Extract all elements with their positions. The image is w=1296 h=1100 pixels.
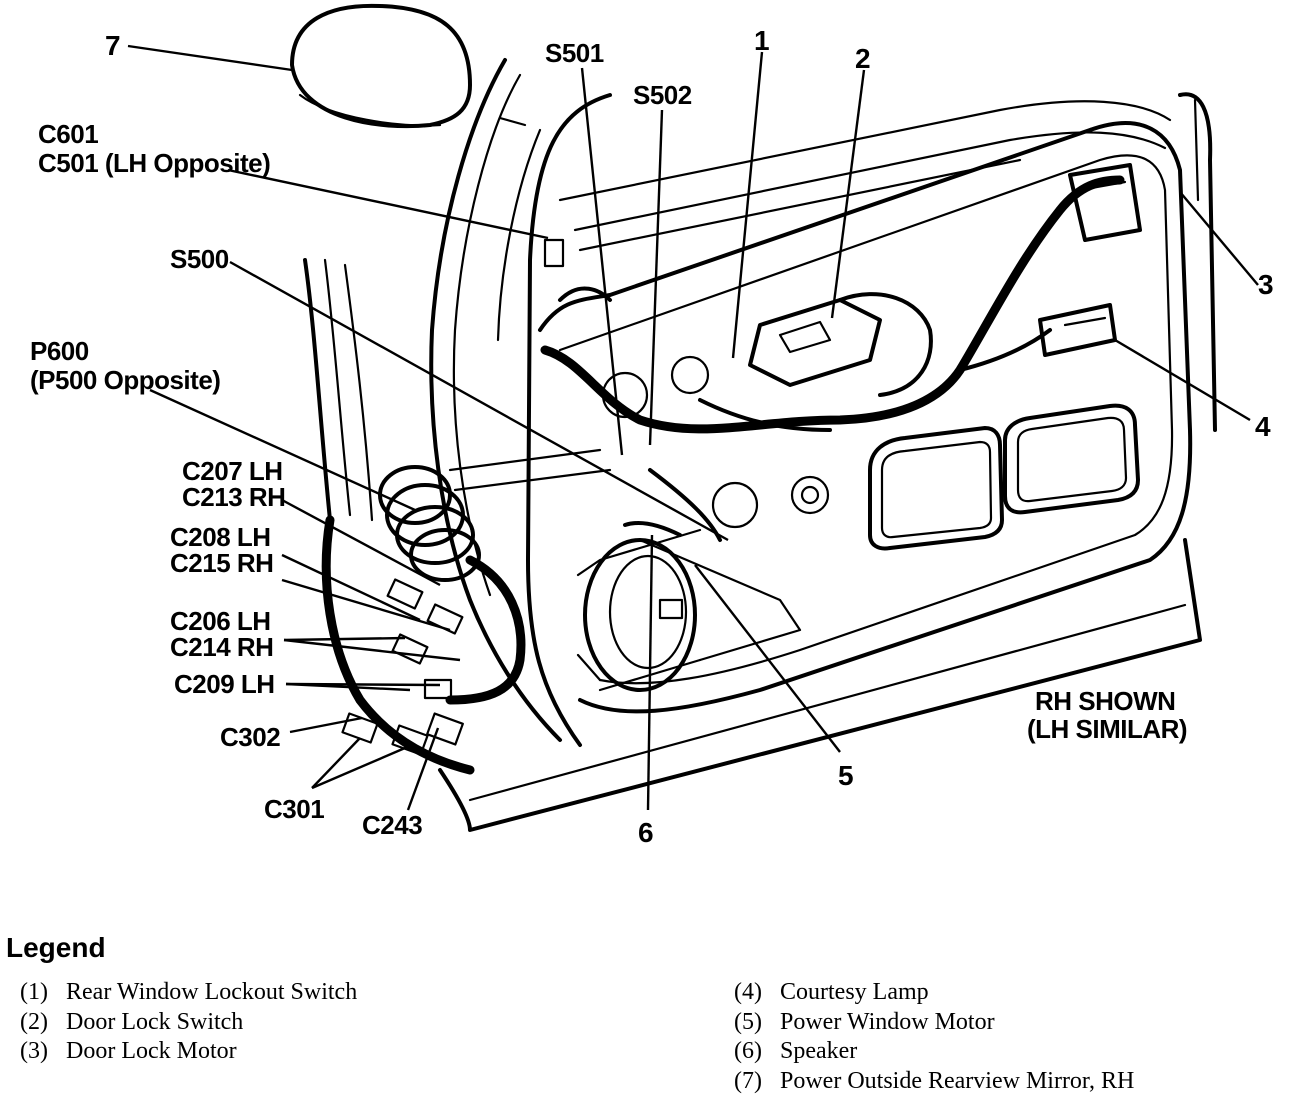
legend-item: (6)Speaker: [734, 1038, 858, 1064]
callout-c207: C207 LH: [182, 456, 283, 486]
legend-item: (5)Power Window Motor: [734, 1008, 995, 1035]
legend-item: (1)Rear Window Lockout Switch: [20, 979, 358, 1005]
door-illustration: [290, 3, 1217, 832]
callout-c206: C206 LH: [170, 606, 271, 636]
callout-p600: P600: [30, 336, 89, 366]
note-lh-similar: (LH SIMILAR): [1027, 714, 1187, 744]
callout-c601: C601: [38, 119, 98, 149]
callout-p500: (P500 Opposite): [30, 365, 220, 395]
legend-item: (4)Courtesy Lamp: [734, 979, 929, 1005]
callout-c209: C209 LH: [174, 669, 275, 699]
callout-c213: C213 RH: [182, 482, 285, 512]
callout-s500: S500: [170, 244, 229, 274]
callout-s501: S501: [545, 38, 604, 68]
callout-labels: 7 S501 1 2 S502 C601 C501 (LH Opposite) …: [30, 25, 1274, 848]
callout-c302: C302: [220, 722, 280, 752]
legend-right-column: (4)Courtesy Lamp (5)Power Window Motor (…: [734, 978, 1134, 1096]
legend-left-column: (1)Rear Window Lockout Switch (2)Door Lo…: [20, 978, 357, 1067]
callout-6: 6: [638, 817, 654, 848]
callout-s502: S502: [633, 80, 692, 110]
outside-mirror: [290, 3, 472, 129]
callout-c501: C501 (LH Opposite): [38, 148, 270, 178]
callout-4: 4: [1255, 411, 1271, 442]
callout-2: 2: [855, 43, 871, 74]
legend-item: (2)Door Lock Switch: [20, 1008, 244, 1035]
callout-c214: C214 RH: [170, 632, 273, 662]
legend-title: Legend: [6, 932, 106, 963]
callout-c208: C208 LH: [170, 522, 271, 552]
legend-item: (3)Door Lock Motor: [20, 1038, 237, 1064]
legend-item: (7)Power Outside Rearview Mirror, RH: [734, 1067, 1135, 1094]
leader-lines: [127, 44, 1259, 811]
callout-1: 1: [754, 25, 770, 56]
callout-7: 7: [105, 30, 121, 61]
note-rh-shown: RH SHOWN: [1035, 686, 1175, 716]
callout-5: 5: [838, 760, 854, 791]
callout-c301: C301: [264, 794, 324, 824]
callout-c243: C243: [362, 810, 422, 840]
callout-c215: C215 RH: [170, 548, 273, 578]
callout-3: 3: [1258, 269, 1274, 300]
